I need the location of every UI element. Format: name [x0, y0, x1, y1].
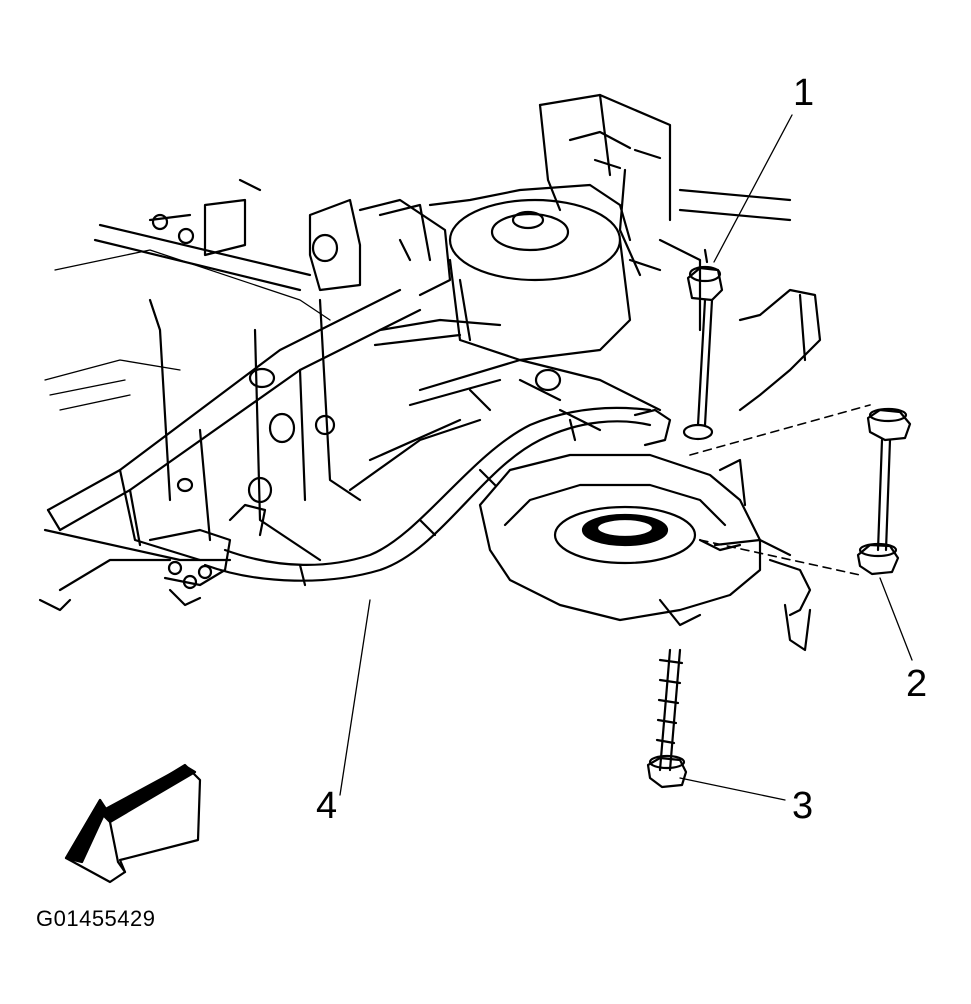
front-direction-arrow-icon: [64, 763, 202, 884]
leader-lines: [339, 114, 913, 801]
link-nut-1: [682, 248, 724, 441]
crossmember: [373, 318, 662, 432]
stabilizer-shaft: [203, 406, 672, 587]
upper-bracket-assembly: [308, 93, 822, 412]
callout-1: 1: [793, 72, 815, 114]
link-bolt-3: [646, 648, 688, 789]
frame-rail: [43, 288, 482, 562]
figure-id-label: G01455429: [36, 906, 156, 931]
stabilizer-clamp: [148, 503, 267, 607]
callout-3: 3: [792, 785, 814, 827]
rear-frame-structure: [38, 178, 331, 612]
callout-4: 4: [316, 785, 338, 827]
callout-2: 2: [906, 663, 928, 705]
link-bushings-2: [689, 404, 912, 576]
lower-control-arm: [478, 453, 812, 652]
